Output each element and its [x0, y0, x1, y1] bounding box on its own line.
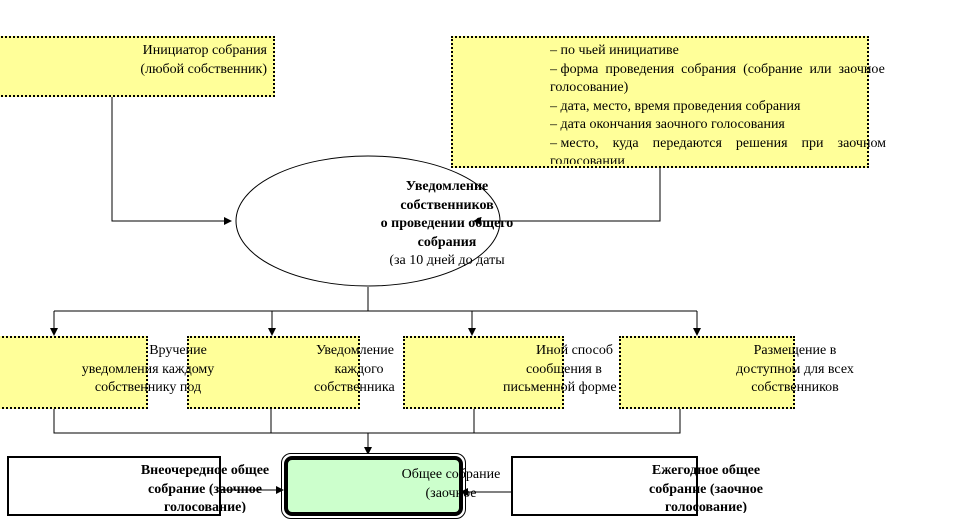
text-line: Ежегодное общее	[651, 463, 761, 478]
text-line: каждого	[334, 361, 384, 377]
method-text-2: Уведомление каждого собственника	[300, 342, 402, 398]
annual-text: Ежегодное общее собрание (заочное голосо…	[616, 462, 796, 513]
text-line: – дата окончания заочного голосования	[550, 117, 785, 132]
text-line: Вручение	[149, 343, 207, 358]
initiator-connector	[111, 96, 232, 225]
method-box-1	[0, 336, 148, 409]
contents-text: – по чьей инициативе – форма проведения …	[550, 42, 950, 164]
text-line: Уведомление	[316, 343, 395, 358]
text-line: Иной способ	[536, 343, 613, 358]
text-line: Инициатор собрания	[142, 43, 267, 58]
text-line: о проведении общего	[380, 216, 514, 231]
text-line: (любой собственник)	[140, 61, 267, 77]
text-line: голосование)	[163, 500, 247, 513]
contents-connector	[473, 167, 661, 225]
text-line: собственнику под	[94, 380, 202, 395]
method-text-1: Вручение уведомления каждому собственник…	[68, 342, 228, 398]
general-text: Общее собрание (заочное	[395, 466, 507, 506]
initiator-box	[0, 36, 275, 97]
method-box-4	[619, 336, 795, 409]
method-text-3: Иной способ сообщения в письменной форме	[503, 342, 621, 398]
text-line: уведомления каждому	[81, 361, 215, 377]
text-line: собрание (заочное	[649, 481, 763, 497]
text-line: доступном для всех	[736, 361, 854, 377]
text-line: Размещение в	[753, 343, 837, 358]
method-text-4: Размещение в доступном для всех собствен…	[715, 342, 875, 398]
text-line: Уведомление	[405, 179, 489, 194]
text-line: голосование)	[664, 500, 748, 513]
general-box	[281, 453, 466, 519]
text-line: – по чьей инициативе	[550, 43, 679, 58]
annual-box	[511, 456, 698, 516]
text-line: – дата, место, время проведения собрания	[550, 98, 801, 114]
text-line: – место, куда передаются решения при зао…	[550, 135, 887, 151]
notice-text: Уведомление собственников о проведении о…	[357, 178, 537, 266]
method-box-2	[187, 336, 360, 409]
text-line: собственников	[400, 197, 494, 213]
text-line: собственника	[314, 380, 395, 395]
initiator-text: Инициатор собрания (любой собственник)	[140, 42, 267, 79]
text-line: собрания	[417, 234, 477, 250]
text-line: Внеочередное общее	[140, 463, 270, 478]
text-line: голосование)	[550, 80, 629, 95]
text-line: собрание (заочное	[148, 481, 262, 497]
extraordinary-box	[7, 456, 221, 516]
text-line: – форма проведения собрания (собрание ил…	[550, 61, 885, 77]
text-line: (заочное	[425, 485, 477, 501]
extraordinary-text: Внеочередное общее собрание (заочное гол…	[115, 462, 295, 513]
text-line: (за 10 дней до даты	[389, 253, 505, 266]
text-line: письменной форме	[503, 380, 617, 395]
text-line: собственников	[751, 380, 839, 395]
method-box-3	[403, 336, 564, 409]
text-line: Общее собрание	[401, 467, 501, 482]
text-line: голосовании	[550, 154, 625, 164]
contents-box	[451, 36, 869, 168]
text-line: сообщения в	[526, 361, 602, 377]
